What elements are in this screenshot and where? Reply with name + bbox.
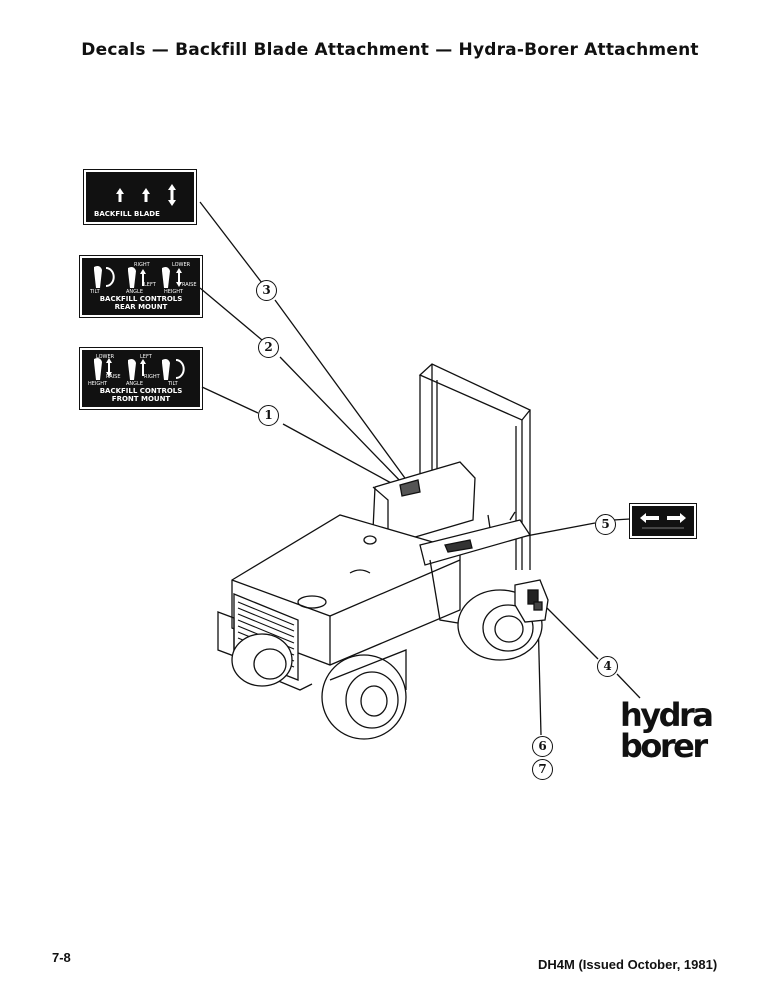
label-left: LEFT bbox=[140, 354, 152, 360]
label-tilt: TILT bbox=[168, 381, 178, 387]
decal-backfill-controls-front: LOWER LEFT RAISE RIGHT HEIGHT ANGLE TILT… bbox=[79, 347, 203, 410]
callout-7: 7 bbox=[532, 759, 553, 780]
label-angle: ANGLE bbox=[126, 289, 143, 295]
decal-line2: FRONT MOUNT bbox=[111, 395, 171, 403]
double-arrow-icon bbox=[640, 513, 686, 529]
label-raise: RAISE bbox=[106, 374, 121, 380]
callout-2: 2 bbox=[258, 337, 279, 358]
label-height: HEIGHT bbox=[88, 381, 108, 387]
label-raise: RAISE bbox=[182, 282, 197, 288]
label-lower: LOWER bbox=[172, 262, 191, 268]
borer-text: borer bbox=[620, 727, 708, 765]
decal-line1: BACKFILL CONTROLS bbox=[99, 295, 183, 303]
label-angle: ANGLE bbox=[126, 381, 143, 387]
label-right: RIGHT bbox=[134, 262, 150, 268]
lever-icons bbox=[94, 358, 185, 380]
hydra-text: hydra bbox=[620, 696, 714, 734]
callout-3: 3 bbox=[256, 280, 277, 301]
label-lower: LOWER bbox=[96, 354, 115, 360]
callout-5: 5 bbox=[595, 514, 616, 535]
decal-hydra-borer: hydra borer bbox=[620, 696, 714, 765]
page-number: 7-8 bbox=[52, 950, 71, 965]
callout-1: 1 bbox=[258, 405, 279, 426]
callout-6: 6 bbox=[532, 736, 553, 757]
decal-backfill-blade: BACKFILL BLADE bbox=[83, 169, 197, 225]
arrow-icons bbox=[116, 184, 176, 206]
label-tilt: TILT bbox=[90, 289, 100, 295]
lever-icons bbox=[94, 266, 182, 288]
decal-line2: REAR MOUNT bbox=[114, 303, 168, 311]
callout-4: 4 bbox=[597, 656, 618, 677]
decal-line1: BACKFILL CONTROLS bbox=[99, 387, 183, 395]
label-height: HEIGHT bbox=[164, 289, 184, 295]
label-right: RIGHT bbox=[144, 374, 160, 380]
label-left: LEFT bbox=[144, 282, 156, 288]
decal-backfill-controls-rear: RIGHT LOWER LEFT RAISE TILT ANGLE HEIGHT… bbox=[79, 255, 203, 318]
decal-auger-direction bbox=[629, 503, 697, 539]
document-reference: DH4M (Issued October, 1981) bbox=[538, 957, 718, 972]
page-title: Decals — Backfill Blade Attachment — Hyd… bbox=[81, 40, 699, 60]
decal-label: BACKFILL BLADE bbox=[94, 210, 160, 218]
